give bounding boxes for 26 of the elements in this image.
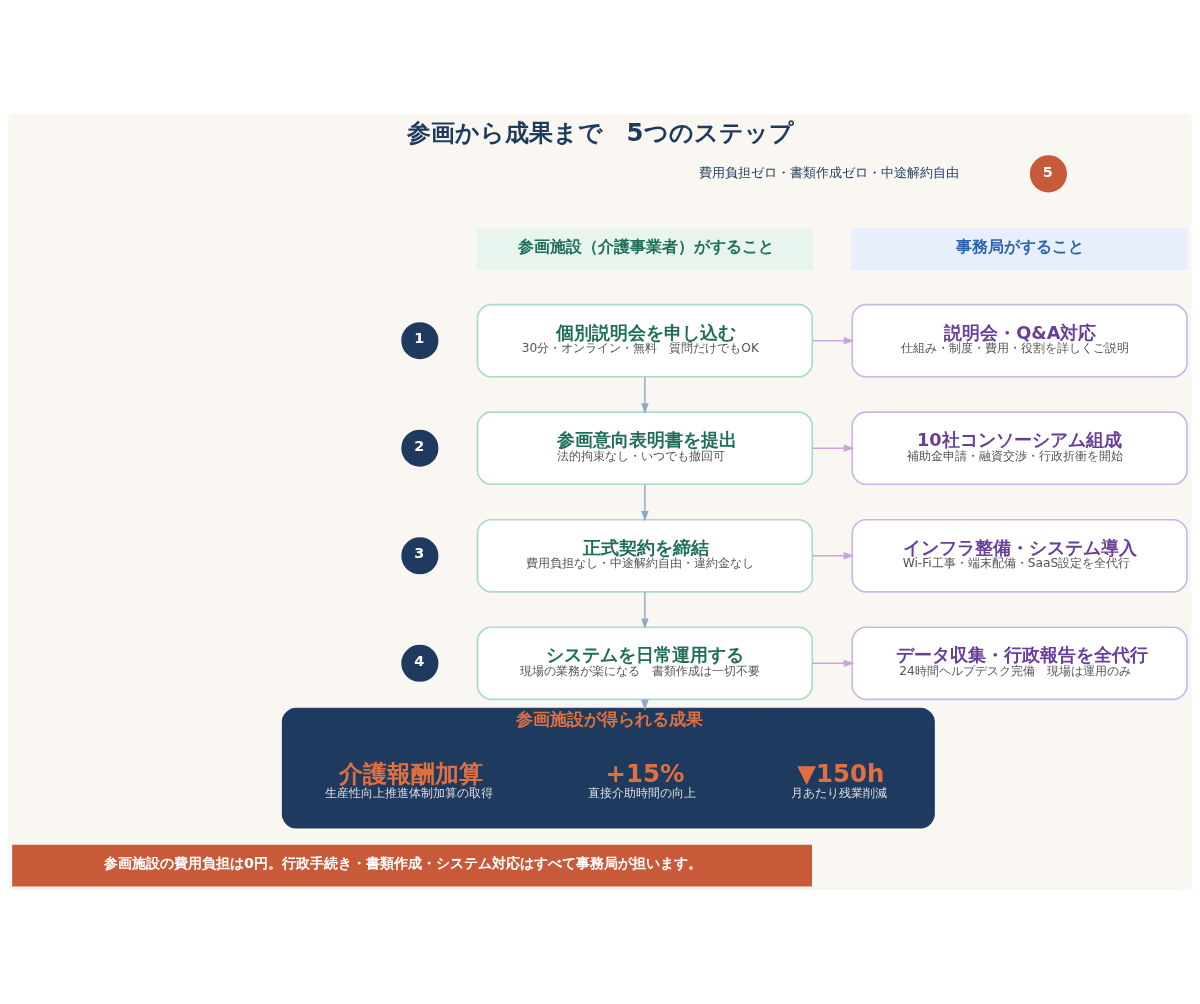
node-text: 介護報酬加算 生産性向上推進体制加算の取得 bbox=[324, 759, 493, 800]
node-text: +15% 直接介助時間の向上 bbox=[588, 759, 697, 800]
node-box: データ収集・行政報告を全代行 24時間ヘルプデスク完備 現場は運用のみ bbox=[851, 626, 1188, 701]
node-box: 説明会・Q&A対応 仕組み・制度・費用・役割を詳しくご説明 bbox=[851, 303, 1188, 378]
node-box: インフラ整備・システム導入 Wi-Fi工事・端末配備・SaaS設定を全代行 bbox=[851, 518, 1188, 593]
diagram-title: 参画から成果まで 5つのステップ bbox=[406, 118, 794, 148]
node-box: 個別説明会を申し込む 30分・オンライン・無料 質問だけでもOK bbox=[476, 303, 814, 378]
node-text: ▼150h 月あたり残業削減 bbox=[790, 759, 887, 800]
arrow bbox=[811, 336, 855, 345]
arrow bbox=[641, 483, 649, 522]
node-circle: 1 bbox=[401, 322, 439, 360]
node-circle: 2 bbox=[401, 429, 439, 467]
arrow bbox=[811, 444, 855, 452]
arrow bbox=[641, 376, 649, 415]
arrow bbox=[641, 591, 649, 630]
arrow bbox=[811, 659, 855, 668]
node-circle: 4 bbox=[401, 644, 439, 682]
caption: 参画施設の費用負担は0円。行政手続き・書類作成・システム対応はすべて事務局が担います。 bbox=[103, 855, 702, 872]
arrow bbox=[641, 698, 649, 711]
node-box: 参画意向表明書を提出 法的拘束なし・いつでも撤回可 bbox=[476, 411, 814, 486]
node-circle: 3 bbox=[401, 537, 439, 575]
node-box: 正式契約を締結 費用負担なし・中途解約自由・違約金なし bbox=[476, 518, 814, 593]
arrow bbox=[811, 552, 855, 560]
node-circle: 5 bbox=[1029, 155, 1067, 193]
label: 費用負担ゼロ・書類作成ゼロ・中途解約自由 bbox=[698, 165, 959, 181]
node-box: 10社コンソーシアム組成 補助金申請・融資交渉・行政折衝を開始 bbox=[851, 411, 1188, 486]
